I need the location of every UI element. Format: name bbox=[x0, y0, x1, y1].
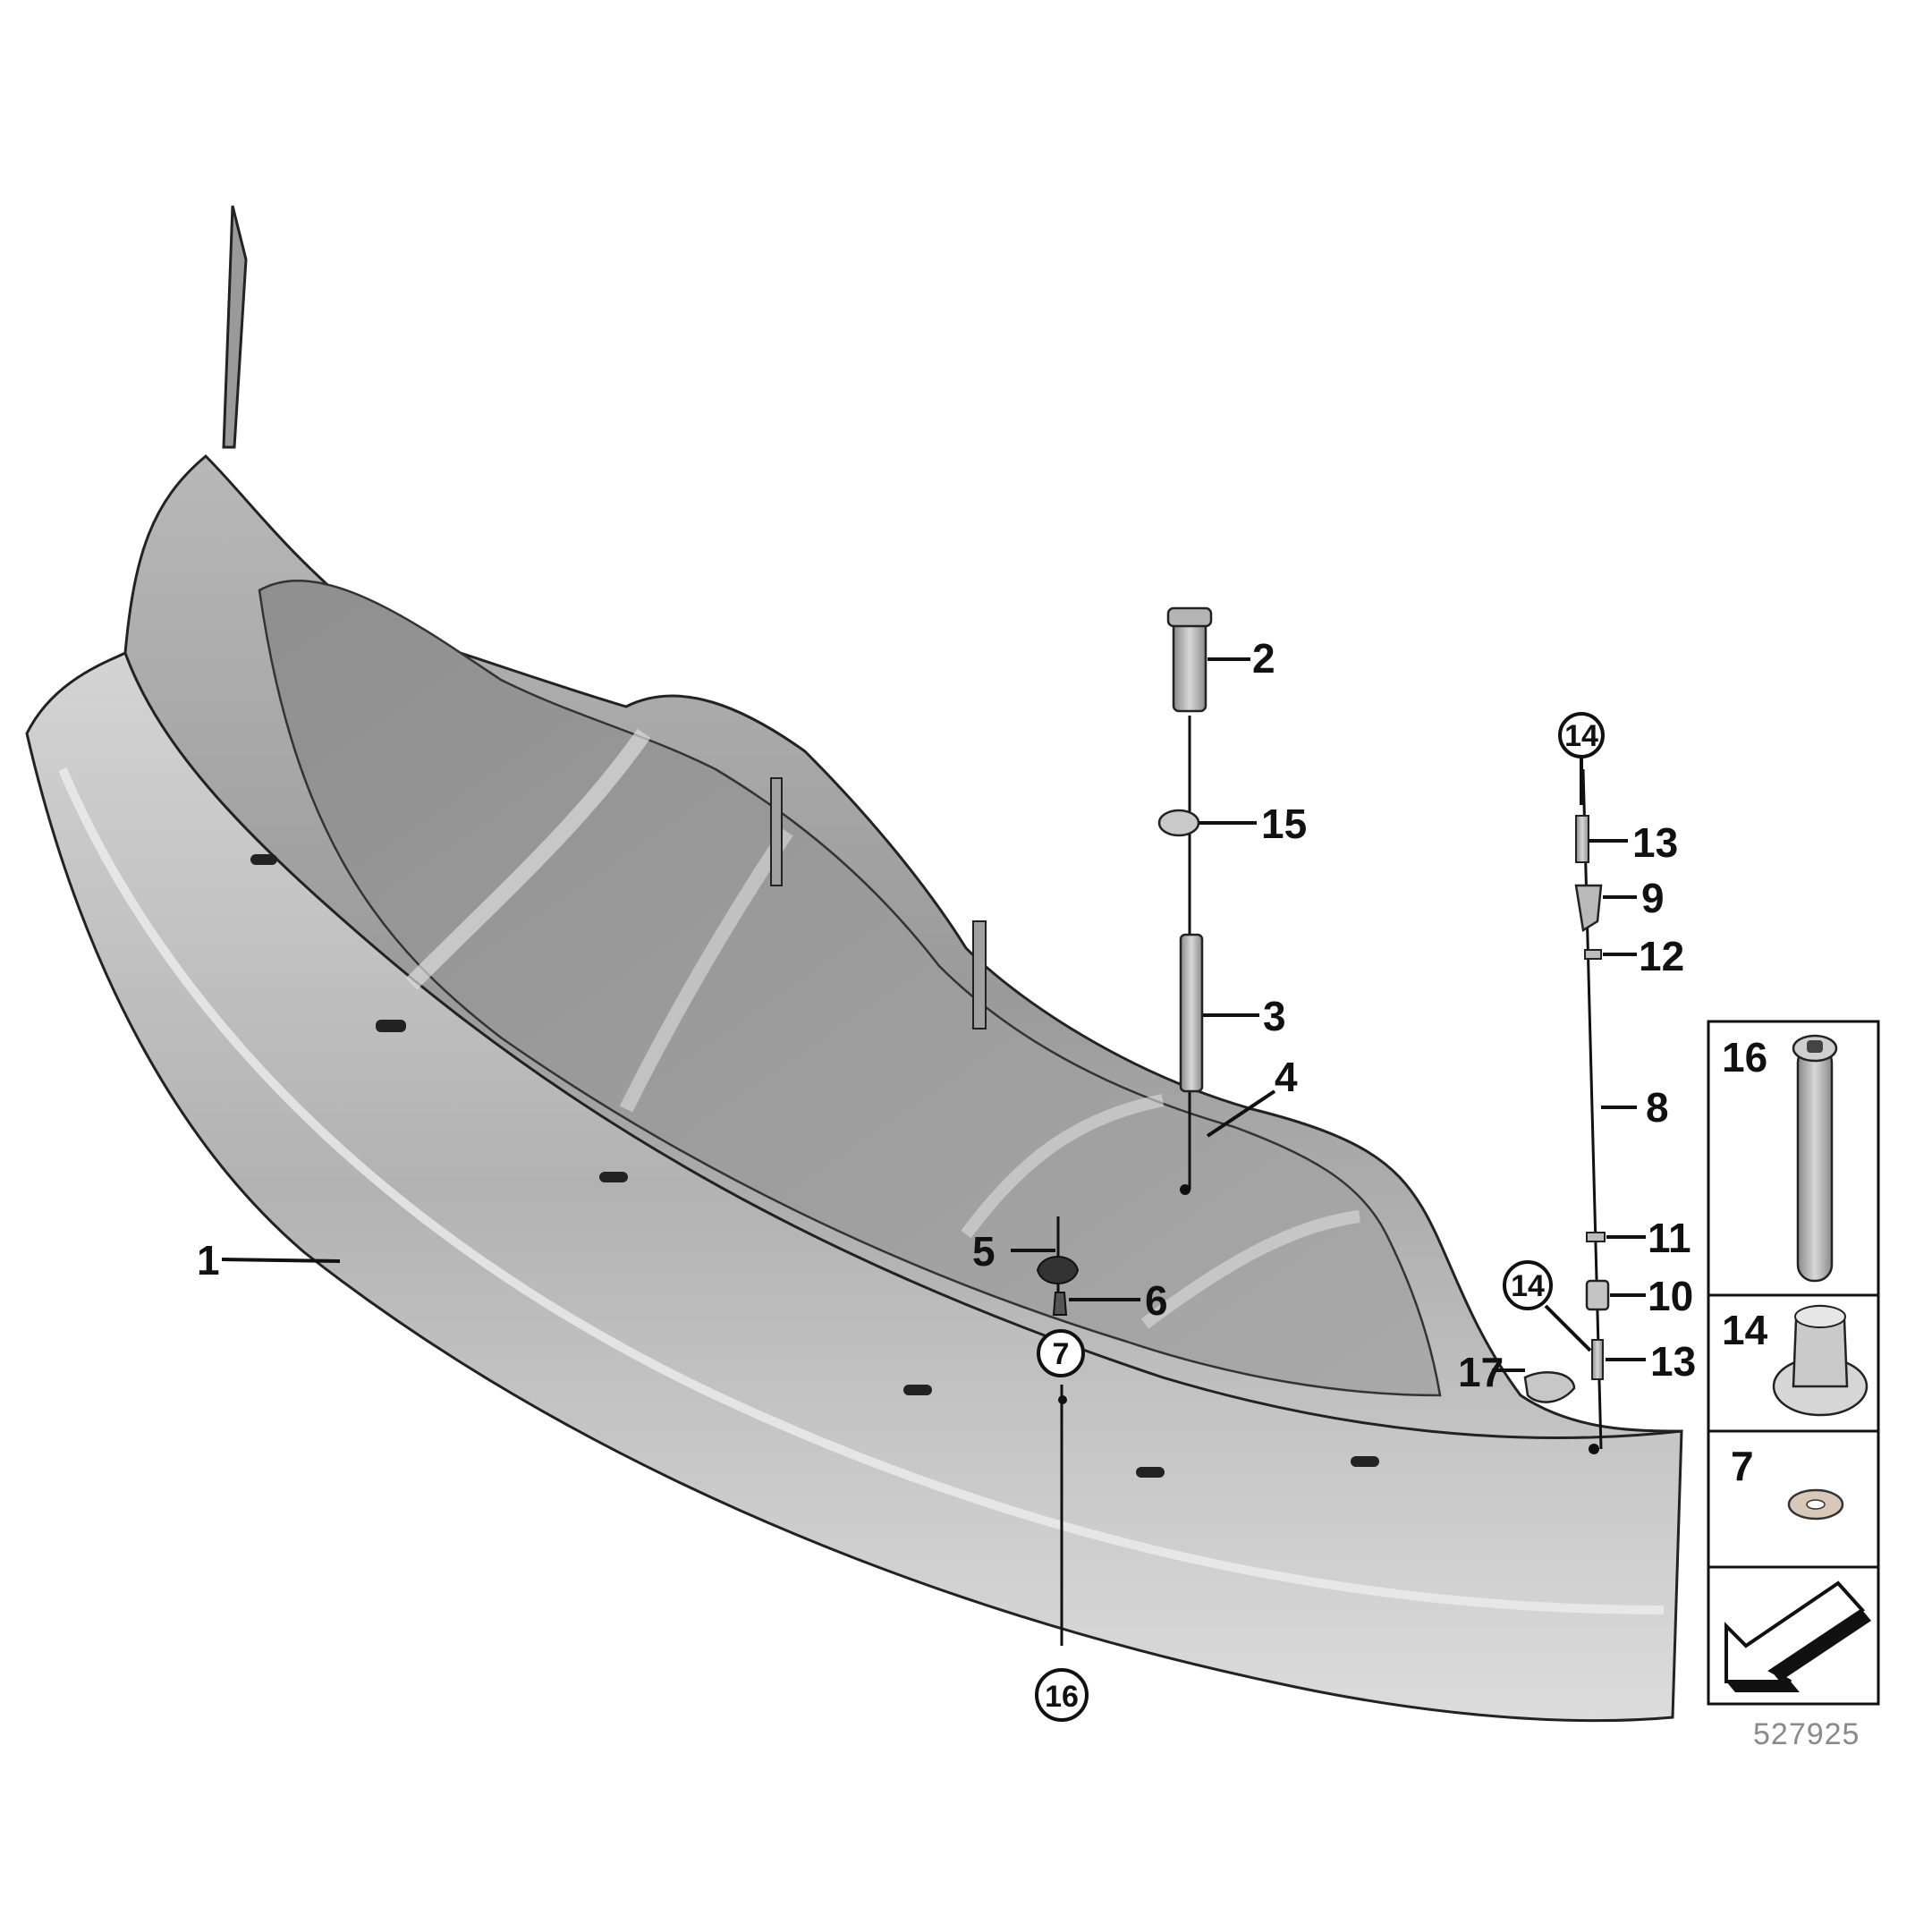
callout-14-top: 14 bbox=[1564, 719, 1598, 753]
grommet-part-15 bbox=[1157, 809, 1200, 837]
legend-number-7: 7 bbox=[1731, 1443, 1754, 1489]
callout-2: 2 bbox=[1252, 635, 1275, 682]
callout-8: 8 bbox=[1646, 1084, 1669, 1131]
bolt-icon bbox=[1792, 1034, 1838, 1283]
washer-icon bbox=[1787, 1488, 1844, 1521]
callout-6: 6 bbox=[1145, 1277, 1168, 1324]
mounting-post bbox=[770, 777, 783, 886]
clip-slot bbox=[599, 1172, 628, 1182]
callout-11: 11 bbox=[1648, 1215, 1691, 1261]
hardware-stack-center bbox=[1036, 1216, 1080, 1646]
leader-line-1 bbox=[221, 1258, 341, 1263]
direction-arrow-icon bbox=[1724, 1580, 1871, 1692]
callout-3: 3 bbox=[1263, 993, 1286, 1039]
clip-nut-part-9 bbox=[1574, 884, 1603, 933]
spacer-sleeve-part-3 bbox=[1179, 933, 1204, 1093]
clip-slot bbox=[1136, 1467, 1165, 1478]
callout-10: 10 bbox=[1648, 1273, 1693, 1319]
callout-12: 12 bbox=[1639, 933, 1684, 979]
callout-14: 14 bbox=[1511, 1269, 1545, 1303]
callout-labels: 1 2 15 3 4 5 6 13 9 12 8 11 10 13 17 14 … bbox=[197, 635, 1696, 1722]
left-mounting-bracket bbox=[222, 205, 248, 449]
bumper-trim-panel bbox=[25, 205, 1683, 1723]
callout-4: 4 bbox=[1275, 1054, 1298, 1100]
washer-part-11 bbox=[1586, 1232, 1606, 1242]
cover-cap-part-17 bbox=[1523, 1370, 1576, 1403]
screw-part-13-bottom bbox=[1591, 1339, 1604, 1380]
assembly-line bbox=[1581, 768, 1603, 1450]
callout-17: 17 bbox=[1458, 1349, 1504, 1395]
retainer-part-6 bbox=[1052, 1292, 1068, 1316]
bumper-rib bbox=[619, 827, 793, 1113]
callout-circle-14-top bbox=[1558, 712, 1605, 758]
callout-13-top: 13 bbox=[1632, 819, 1678, 866]
washer-part-12 bbox=[1584, 949, 1602, 960]
bumper-rib bbox=[1140, 1210, 1360, 1329]
callout-15: 15 bbox=[1261, 801, 1307, 847]
callout-13-bottom: 13 bbox=[1650, 1338, 1696, 1385]
clip-slot bbox=[376, 1020, 406, 1032]
screw-part-13-top bbox=[1575, 815, 1589, 863]
leader-lines bbox=[221, 657, 1646, 1372]
bumper-inner-cavity bbox=[258, 580, 1442, 1397]
bumper-rib bbox=[961, 1094, 1165, 1239]
clip-slot bbox=[903, 1385, 932, 1395]
callout-circle-7 bbox=[1037, 1329, 1085, 1377]
callout-circle-16 bbox=[1035, 1668, 1089, 1722]
nut-part-10 bbox=[1585, 1279, 1610, 1311]
hardware-stack-right bbox=[1523, 768, 1610, 1454]
mounting-post bbox=[972, 920, 987, 1030]
leader-line-14 bbox=[1544, 1304, 1592, 1352]
callout-circle-14 bbox=[1503, 1260, 1553, 1310]
hardware-stack-2-15-3 bbox=[1157, 606, 1213, 1195]
mount-hole bbox=[1180, 1184, 1191, 1195]
diagram-code: 527925 bbox=[1753, 1717, 1860, 1751]
callout-7: 7 bbox=[1053, 1337, 1070, 1371]
leader-line-4 bbox=[1206, 1089, 1276, 1138]
bumper-rib bbox=[405, 728, 651, 990]
hardware-legend: 16 14 7 bbox=[1707, 1020, 1880, 1706]
clip-slot bbox=[1351, 1456, 1379, 1467]
clip-part-5 bbox=[1036, 1256, 1080, 1284]
legend-number-16: 16 bbox=[1722, 1034, 1767, 1080]
legend-number-14: 14 bbox=[1722, 1307, 1768, 1353]
callout-16: 16 bbox=[1045, 1680, 1079, 1714]
mount-hole bbox=[1589, 1444, 1599, 1454]
expanding-nut-icon bbox=[1772, 1304, 1868, 1417]
callout-5: 5 bbox=[972, 1228, 996, 1275]
mount-hole bbox=[1058, 1395, 1067, 1404]
callout-9: 9 bbox=[1641, 875, 1665, 921]
callout-1: 1 bbox=[197, 1237, 220, 1284]
clip-slot bbox=[250, 854, 277, 865]
hex-bolt-part-2 bbox=[1172, 611, 1208, 713]
bolt-head bbox=[1166, 606, 1213, 628]
bumper-lip-highlight bbox=[58, 767, 1665, 1614]
